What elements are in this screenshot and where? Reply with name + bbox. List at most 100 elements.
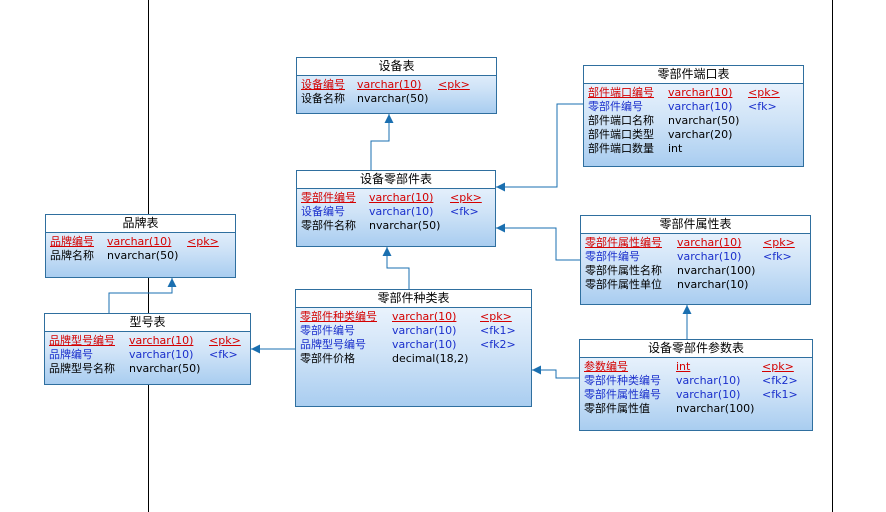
link-param-to-part-kind xyxy=(532,365,579,379)
field-type: nvarchar(50) xyxy=(668,114,740,127)
field-name: 品牌型号编号 xyxy=(300,338,366,351)
field-name: 设备编号 xyxy=(301,78,345,91)
field-row: 零部件名称 nvarchar(50) xyxy=(301,219,495,233)
field-row: 品牌编号 varchar(10) <fk> xyxy=(49,348,250,362)
field-name: 零部件属性值 xyxy=(584,402,650,415)
entity-fields: 设备编号 varchar(10) <pk> 设备名称 nvarchar(50) xyxy=(297,76,496,106)
field-type: varchar(10) xyxy=(107,235,172,248)
field-name: 零部件价格 xyxy=(300,352,355,365)
field-key: <fk> xyxy=(763,250,792,263)
field-row: 设备名称 nvarchar(50) xyxy=(301,92,496,106)
field-type: varchar(10) xyxy=(677,250,742,263)
field-type: varchar(10) xyxy=(357,78,422,91)
entity-title: 设备零部件表 xyxy=(297,171,495,189)
field-name: 品牌型号编号 xyxy=(49,334,115,347)
field-key: <pk> xyxy=(763,236,795,249)
field-row: 部件端口类型 varchar(20) xyxy=(588,128,803,142)
entity-title: 零部件种类表 xyxy=(296,290,531,308)
field-type: varchar(10) xyxy=(369,191,434,204)
link-part-port-to-device-part xyxy=(496,103,583,192)
page-boundary-line-right xyxy=(832,0,833,512)
field-name: 零部件编号 xyxy=(301,191,356,204)
entity-title: 设备零部件参数表 xyxy=(580,340,812,358)
field-key: <fk2> xyxy=(762,374,798,387)
field-name: 零部件编号 xyxy=(585,250,640,263)
field-row: 零部件编号 varchar(10) <fk> xyxy=(585,250,810,264)
field-key: <pk> xyxy=(748,86,780,99)
field-name: 设备编号 xyxy=(301,205,345,218)
field-name: 设备名称 xyxy=(301,92,345,105)
field-type: nvarchar(50) xyxy=(369,219,441,232)
field-type: nvarchar(100) xyxy=(676,402,755,415)
link-part-kind-to-device-part xyxy=(382,247,410,289)
field-row: 零部件属性编号 varchar(10) <fk1> xyxy=(584,388,812,402)
field-type: varchar(10) xyxy=(668,86,733,99)
field-name: 部件端口类型 xyxy=(588,128,654,141)
field-type: nvarchar(10) xyxy=(677,278,749,291)
field-type: nvarchar(50) xyxy=(357,92,429,105)
field-type: int xyxy=(668,142,683,155)
field-name: 零部件编号 xyxy=(588,100,643,113)
field-type: varchar(10) xyxy=(676,374,741,387)
field-name: 品牌编号 xyxy=(49,348,93,361)
field-row: 设备编号 varchar(10) <pk> xyxy=(301,78,496,92)
field-name: 部件端口编号 xyxy=(588,86,654,99)
field-type: nvarchar(100) xyxy=(677,264,756,277)
field-row: 部件端口编号 varchar(10) <pk> xyxy=(588,86,803,100)
link-model-to-brand xyxy=(108,278,177,313)
link-device-part-to-device xyxy=(370,114,394,170)
field-name: 部件端口名称 xyxy=(588,114,654,127)
entity-title: 品牌表 xyxy=(46,215,235,233)
field-type: varchar(10) xyxy=(676,388,741,401)
field-type: varchar(10) xyxy=(677,236,742,249)
field-type: varchar(10) xyxy=(369,205,434,218)
field-key: <pk> xyxy=(187,235,219,248)
field-type: varchar(10) xyxy=(392,338,457,351)
entity-title: 零部件端口表 xyxy=(584,66,803,84)
entity-device[interactable]: 设备表 设备编号 varchar(10) <pk> 设备名称 nvarchar(50) xyxy=(296,57,497,114)
field-row: 零部件属性值 nvarchar(100) xyxy=(584,402,812,416)
field-key: <fk2> xyxy=(480,338,516,351)
field-name: 品牌名称 xyxy=(50,249,94,262)
field-row: 部件端口名称 nvarchar(50) xyxy=(588,114,803,128)
field-key: <pk> xyxy=(480,310,512,323)
field-name: 零部件属性编号 xyxy=(584,388,661,401)
entity-title: 设备表 xyxy=(297,58,496,76)
field-type: varchar(10) xyxy=(392,310,457,323)
field-type: int xyxy=(676,360,691,373)
entity-title: 型号表 xyxy=(45,314,250,332)
field-key: <fk1> xyxy=(762,388,798,401)
field-type: varchar(20) xyxy=(668,128,733,141)
field-key: <pk> xyxy=(438,78,470,91)
field-name: 品牌型号名称 xyxy=(49,362,115,375)
field-name: 零部件名称 xyxy=(301,219,356,232)
field-type: decimal(18,2) xyxy=(392,352,469,365)
field-row: 零部件价格 decimal(18,2) xyxy=(300,352,531,366)
field-type: varchar(10) xyxy=(129,348,194,361)
field-key: <fk> xyxy=(209,348,238,361)
